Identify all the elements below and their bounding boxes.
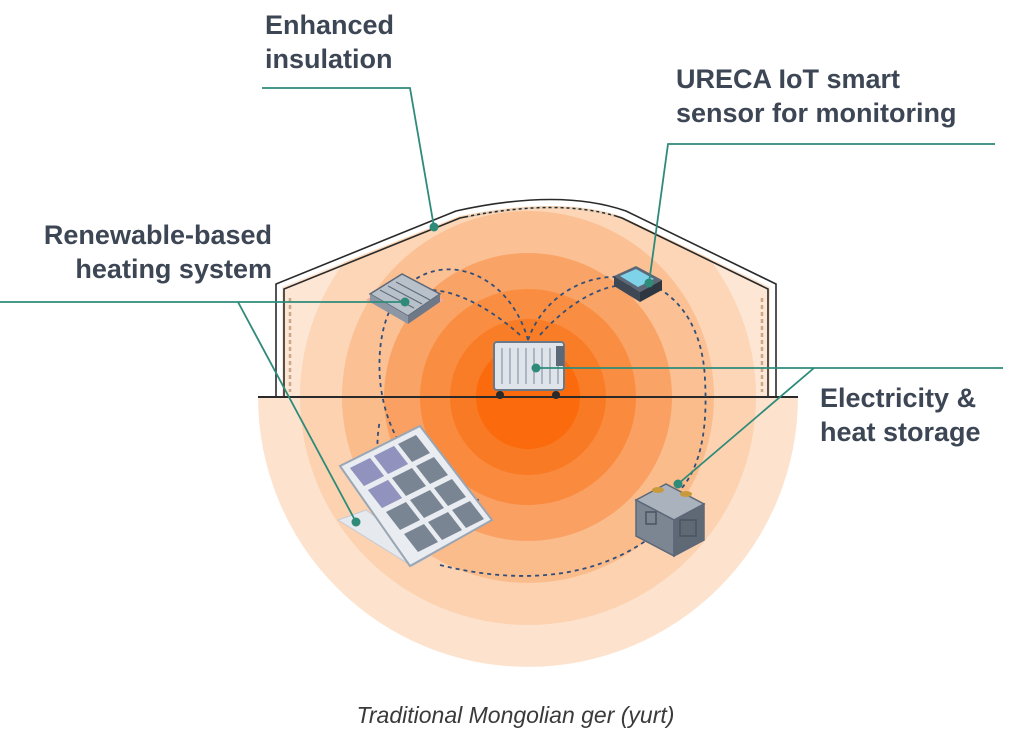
heat-zone-ground — [258, 397, 798, 667]
label-line: insulation — [265, 44, 393, 74]
label-iot-sensor: URECA IoT smart sensor for monitoring — [676, 62, 957, 130]
label-heating-system: Renewable-based heating system — [0, 218, 272, 286]
leader-sensor — [648, 143, 995, 284]
label-line: heating system — [75, 254, 272, 284]
ger-outline — [275, 198, 777, 397]
wall-lattice — [288, 298, 764, 392]
battery-icon — [634, 483, 706, 558]
leader-insulation — [262, 87, 435, 228]
leader-heating-solar — [237, 301, 357, 523]
leader-storage — [677, 367, 815, 485]
leader-dots — [351, 222, 683, 527]
label-line: Enhanced — [265, 10, 395, 40]
label-line: sensor for monitoring — [676, 98, 957, 128]
label-line: Renewable-based — [43, 220, 272, 250]
label-line: heat storage — [820, 417, 981, 447]
label-line: URECA IoT smart — [676, 64, 901, 94]
heater-icon — [493, 341, 565, 399]
leader-lines — [0, 87, 1003, 523]
roof-trim — [467, 206, 617, 217]
label-enhanced-insulation: Enhanced insulation — [265, 8, 394, 76]
label-electricity-heat-storage: Electricity & heat storage — [820, 381, 981, 449]
caption: Traditional Mongolian ger (yurt) — [356, 702, 675, 728]
solar-panel-icon — [336, 424, 494, 568]
label-line: Electricity & — [820, 383, 977, 413]
